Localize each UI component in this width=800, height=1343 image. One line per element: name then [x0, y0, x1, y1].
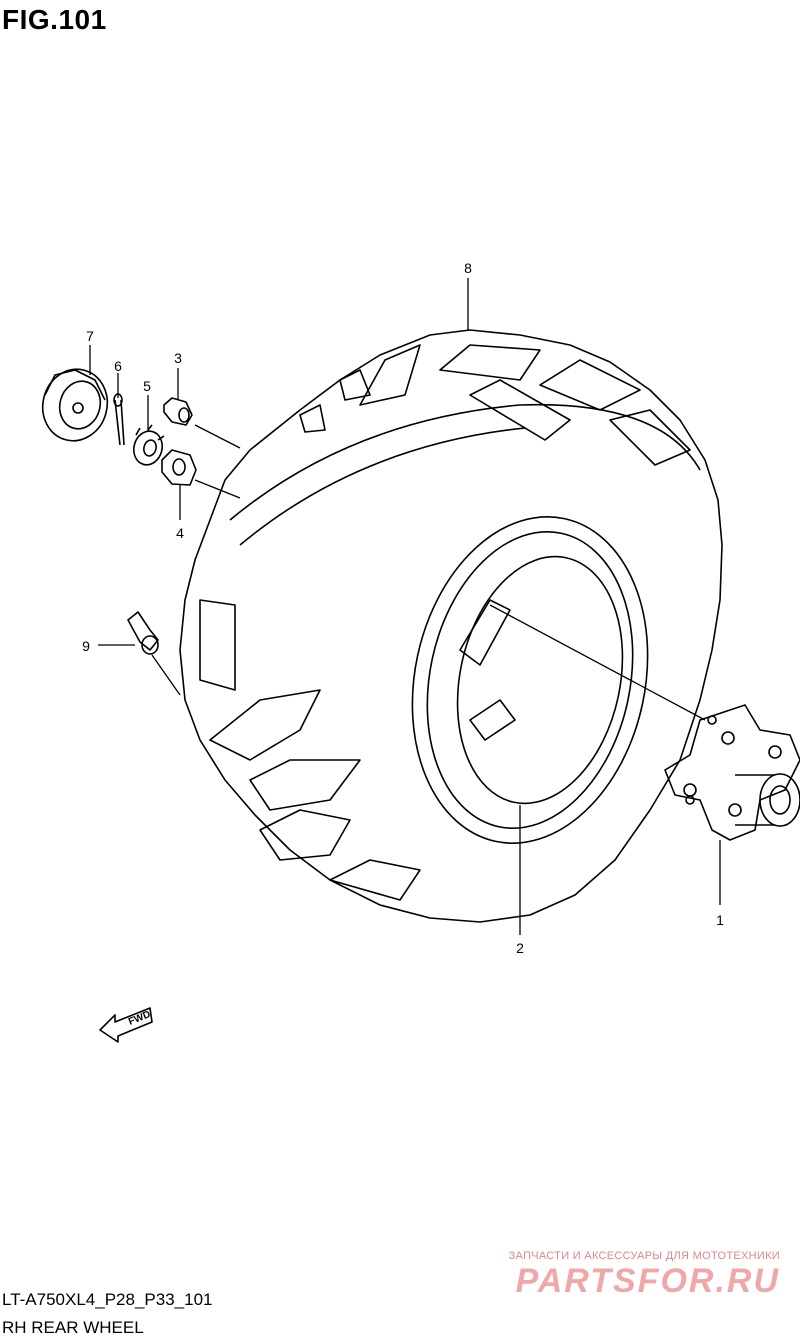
wheel-hub: [664, 704, 800, 841]
leader-lines: [89, 278, 721, 935]
washer: [161, 449, 197, 486]
callout-2: 2: [516, 940, 524, 956]
watermark: ЗАПЧАСТИ И АКСЕССУАРЫ ДЛЯ МОТОТЕХНИКИ PA…: [480, 1250, 780, 1301]
cotter-pin: [113, 393, 125, 446]
hub-cap: [41, 368, 109, 442]
callout-8: 8: [464, 260, 472, 276]
watermark-caption: ЗАПЧАСТИ И АКСЕССУАРЫ ДЛЯ МОТОТЕХНИКИ: [508, 1250, 780, 1262]
callout-1: 1: [716, 912, 724, 928]
figure-title: FIG.101: [2, 4, 107, 35]
tire-valve: [127, 611, 159, 655]
diagram-code: LT-A750XL4_P28_P33_101: [2, 1290, 213, 1309]
callout-4: 4: [176, 525, 184, 541]
diagram-name: RH REAR WHEEL: [2, 1318, 144, 1337]
callout-3: 3: [174, 350, 182, 366]
watermark-logo: PARTSFOR.RU: [515, 1262, 780, 1300]
tire: [179, 329, 723, 923]
callout-9: 9: [82, 638, 90, 654]
castle-nut: [132, 424, 165, 466]
callout-7: 7: [86, 328, 94, 344]
forward-arrow-icon: [99, 1007, 153, 1043]
rim: [411, 516, 649, 844]
wheel-nut: [163, 397, 193, 426]
callout-5: 5: [143, 378, 151, 394]
callout-6: 6: [114, 358, 122, 374]
